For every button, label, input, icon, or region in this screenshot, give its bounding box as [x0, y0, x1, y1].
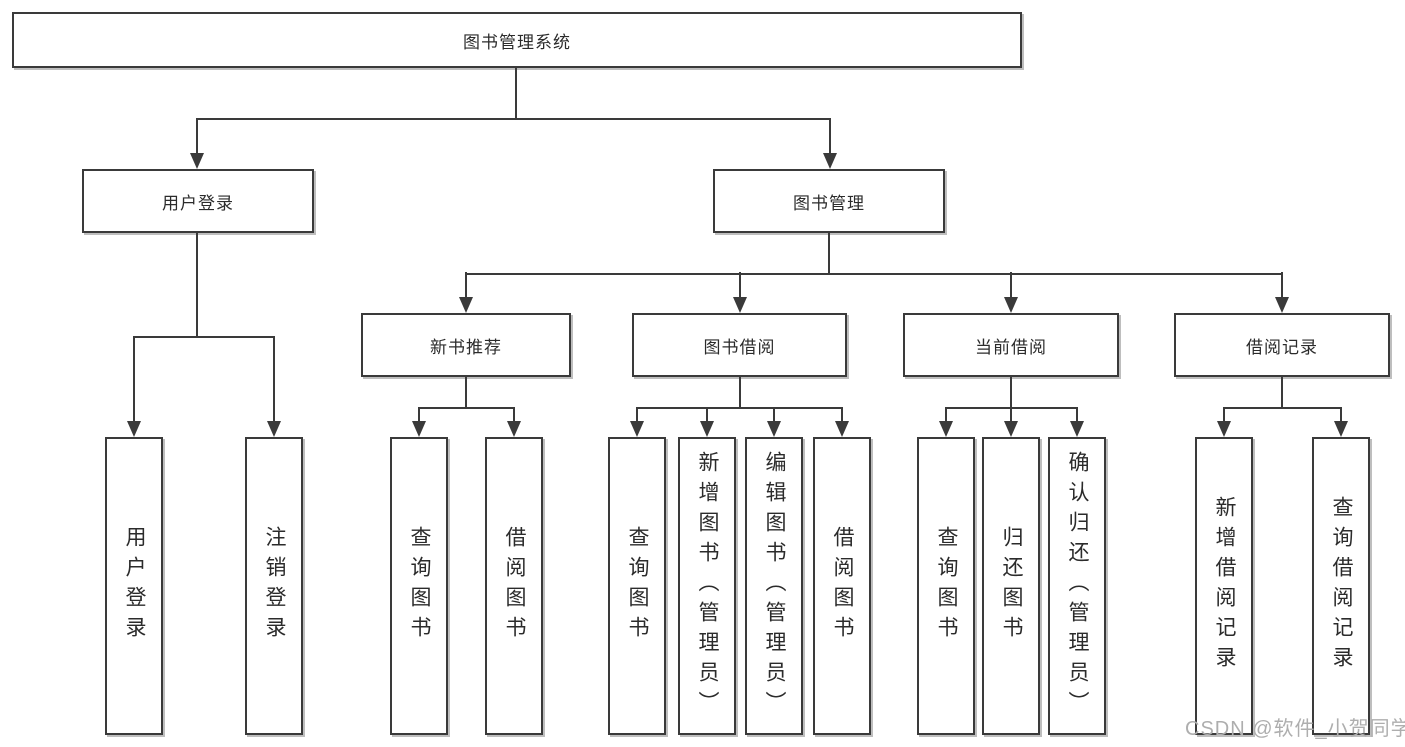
- node-label: 借阅记录: [1246, 337, 1318, 357]
- node-library-management-system: 图书管理系统: [12, 12, 1022, 68]
- arrow-to-leaf-return-book: [1004, 407, 1018, 437]
- connector-book-management-horizontal: [465, 273, 1283, 275]
- node-label: 图书管理系统: [463, 32, 571, 52]
- leaf-add-borrow-record: 新增借阅记录: [1195, 437, 1253, 735]
- node-label: 当前借阅: [975, 337, 1047, 357]
- connector-user-login-horizontal: [133, 336, 275, 338]
- node-book-borrowing: 图书借阅: [632, 313, 847, 377]
- leaf-query-book-1: 查询图书: [390, 437, 448, 735]
- connector-root-horizontal: [196, 118, 831, 120]
- arrow-to-leaf-confirm-return: [1070, 407, 1084, 437]
- arrow-to-borrowing-records: [1275, 272, 1289, 313]
- arrow-to-new-book-recommend: [459, 272, 473, 313]
- arrow-to-leaf-add-book: [700, 407, 714, 437]
- node-label: 用户登录: [162, 193, 234, 213]
- arrow-to-book-borrowing: [733, 272, 747, 313]
- arrow-to-leaf-user-login: [127, 336, 141, 437]
- arrow-to-current-borrowing: [1004, 272, 1018, 313]
- leaf-edit-book-admin: 编辑图书（管理员）: [745, 437, 803, 735]
- arrow-to-leaf-query-book-2: [630, 407, 644, 437]
- node-current-borrowing: 当前借阅: [903, 313, 1119, 377]
- arrow-to-leaf-add-record: [1217, 407, 1231, 437]
- leaf-user-login: 用户登录: [105, 437, 163, 735]
- arrow-to-leaf-query-book-1: [412, 407, 426, 437]
- arrow-to-book-management: [823, 118, 837, 169]
- connector-root-vertical: [515, 67, 517, 119]
- node-borrowing-records: 借阅记录: [1174, 313, 1390, 377]
- node-label: 图书管理: [793, 193, 865, 213]
- connector-user-login-vertical: [196, 232, 198, 337]
- leaf-borrow-book-1: 借阅图书: [485, 437, 543, 735]
- leaf-logout: 注销登录: [245, 437, 303, 735]
- connector-borrowing-records-horizontal: [1223, 407, 1342, 409]
- leaf-add-book-admin: 新增图书（管理员）: [678, 437, 736, 735]
- arrow-to-leaf-edit-book: [767, 407, 781, 437]
- leaf-query-book-3: 查询图书: [917, 437, 975, 735]
- node-label: 图书借阅: [703, 337, 776, 357]
- arrow-to-leaf-query-record: [1334, 407, 1348, 437]
- connector-new-book-vertical: [465, 376, 467, 409]
- arrow-to-leaf-query-book-3: [939, 407, 953, 437]
- connector-book-borrowing-horizontal: [636, 407, 843, 409]
- connector-new-book-horizontal: [418, 407, 515, 409]
- connector-borrowing-records-vertical: [1281, 376, 1283, 409]
- arrow-to-leaf-borrow-book-1: [507, 407, 521, 437]
- arrow-to-leaf-borrow-book-2: [835, 407, 849, 437]
- leaf-query-book-2: 查询图书: [608, 437, 666, 735]
- arrow-to-leaf-logout: [267, 336, 281, 437]
- node-book-management: 图书管理: [713, 169, 945, 233]
- connector-book-management-vertical: [828, 232, 830, 274]
- node-user-login: 用户登录: [82, 169, 314, 233]
- leaf-borrow-book-2: 借阅图书: [813, 437, 871, 735]
- connector-current-borrowing-vertical: [1010, 376, 1012, 409]
- leaf-confirm-return-admin: 确认归还（管理员）: [1048, 437, 1106, 735]
- arrow-to-user-login: [190, 118, 204, 169]
- connector-book-borrowing-vertical: [739, 376, 741, 409]
- leaf-return-book: 归还图书: [982, 437, 1040, 735]
- node-new-book-recommend: 新书推荐: [361, 313, 571, 377]
- csdn-watermark: CSDN @软件_小贺同学: [1185, 718, 1405, 740]
- node-label: 新书推荐: [430, 337, 502, 357]
- leaf-query-borrow-record: 查询借阅记录: [1312, 437, 1370, 735]
